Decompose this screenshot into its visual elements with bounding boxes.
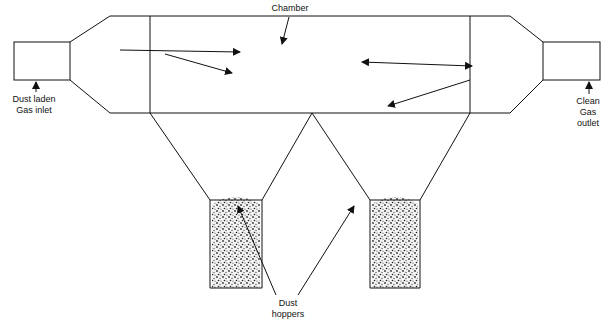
chamber-bottom — [110, 113, 510, 114]
inlet-duct — [14, 42, 70, 80]
flow-arrows — [120, 50, 472, 106]
chamber-top — [110, 16, 510, 17]
dust-hoppers — [150, 113, 470, 288]
part-label: Clean Gas outlet — [570, 96, 606, 129]
part-label: Dust laden Gas inlet — [6, 94, 62, 116]
leader-lines — [36, 17, 589, 295]
part-label: Chamber — [262, 3, 318, 14]
dust-deposit — [212, 197, 418, 288]
outlet-duct — [543, 42, 600, 80]
part-label: Dust hoppers — [262, 298, 314, 320]
